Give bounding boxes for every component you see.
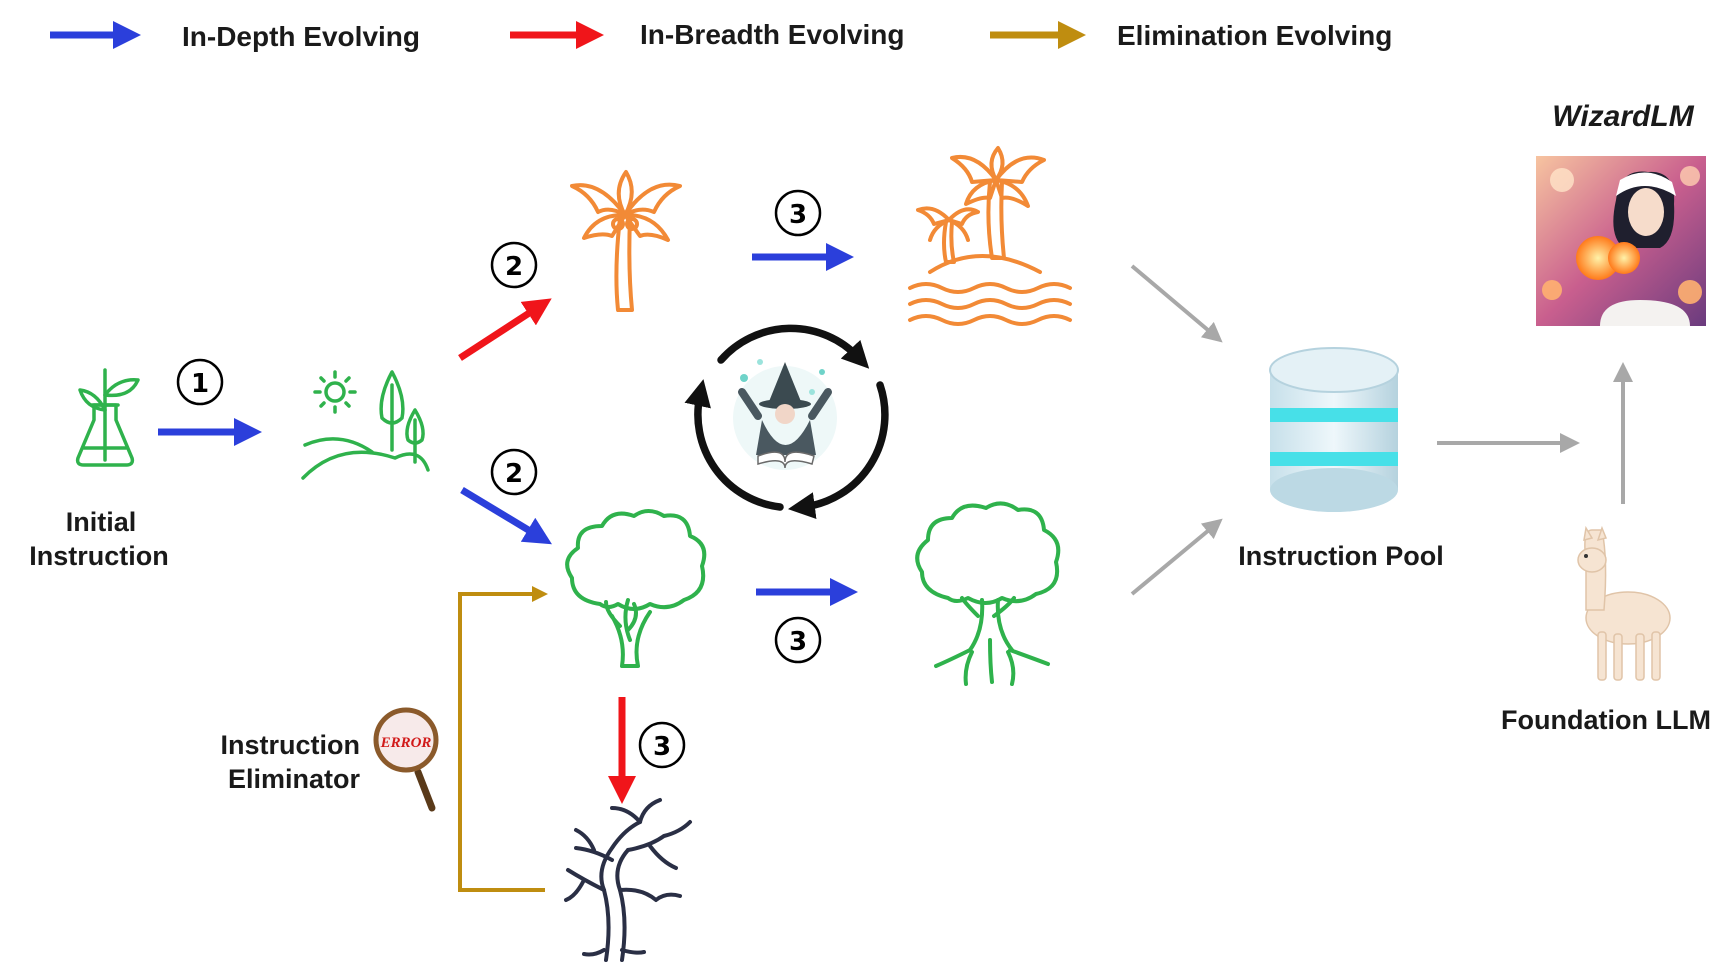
step-2-upper-badge [490,241,538,289]
error-stamp-text: ERROR [380,735,432,751]
foundation-llm-label: Foundation LLM [1501,705,1711,735]
wizardlm-title: WizardLM [1552,100,1694,133]
arrow-landscape-to-palm [458,298,552,361]
step-3-bottom-number: 3 [653,732,671,762]
step-2-lower-badge [490,448,538,496]
legend-elimination-label: Elimination Evolving [1117,20,1392,51]
llama-icon [1577,525,1671,681]
wizard-avatar-icon [733,359,837,470]
step-3-bottom-badge [638,721,686,769]
dead-tree-icon [564,798,692,962]
arrow-rooted-tree-to-pool [1130,518,1223,596]
step-2-lower-number: 2 [505,459,523,489]
cycle-arrows-icon [684,324,889,519]
initial-instruction-line1: Initial [66,507,137,537]
arrow-island-to-pool [1130,264,1223,343]
elimination-loop-arrow [458,586,548,892]
rooted-tree-icon [915,501,1061,686]
wizardlm-portrait-icon [1536,156,1706,326]
legend-breadth: In-Breadth Evolving [510,19,904,50]
step-1-number: 1 [191,369,209,399]
eliminator-line1: Instruction [221,730,361,760]
eliminator-line2: Eliminator [228,764,361,794]
tree-icon [565,509,707,668]
arrow-landscape-to-tree [460,487,552,545]
legend-elimination: Elimination Evolving [990,20,1392,51]
step-1-badge [176,358,224,406]
plant-flask-icon [75,368,140,467]
step-3-middle-badge [774,616,822,664]
legend: In-Depth Evolving In-Breadth Evolving El… [50,19,1392,52]
step-2-upper-number: 2 [505,252,523,282]
initial-instruction-line2: Instruction [29,541,169,571]
error-magnifier-icon: ERROR [373,707,439,812]
legend-depth-label: In-Depth Evolving [182,21,420,52]
database-icon [1269,347,1399,512]
palm-island-icon [908,146,1072,326]
palm-tree-icon [570,170,682,312]
step-3-top-number: 3 [789,200,807,230]
legend-breadth-label: In-Breadth Evolving [640,19,904,50]
step-3-top-badge [774,189,822,237]
instruction-pool-label: Instruction Pool [1238,541,1444,571]
legend-depth: In-Depth Evolving [50,21,420,52]
sprout-landscape-icon [301,370,430,480]
step-3-middle-number: 3 [789,627,807,657]
